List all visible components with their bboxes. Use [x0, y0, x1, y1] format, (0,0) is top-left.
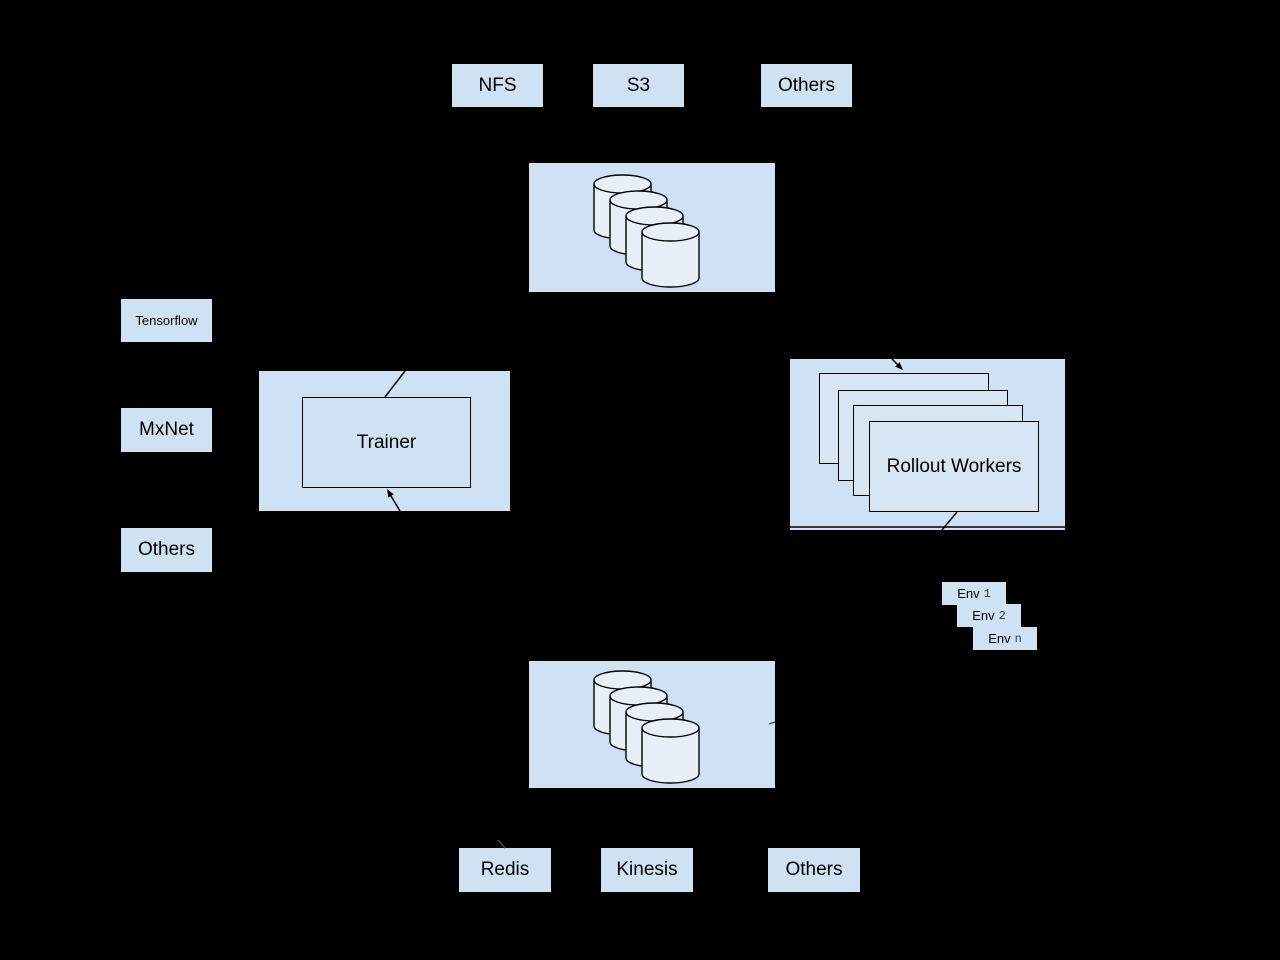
storage-box-others-top: Others: [761, 64, 852, 107]
storage-box-nfs: NFS: [452, 64, 543, 107]
env-label: Env: [972, 608, 995, 623]
env-index: 2: [998, 608, 1006, 623]
model-pool-box: [529, 163, 775, 292]
storage-box-s3: S3: [593, 64, 684, 107]
rollout-front-rect: Rollout Workers: [869, 421, 1039, 512]
rollout-workers-box: Rollout Workers: [790, 359, 1065, 530]
env-label: Env: [988, 631, 1011, 646]
storage-box-others-bottom: Others: [768, 848, 860, 892]
env-index: 1: [983, 586, 991, 601]
framework-box-others: Others: [121, 528, 212, 572]
storage-box-kinesis: Kinesis: [601, 848, 693, 892]
env-index: n: [1014, 631, 1022, 646]
trainer-inner-box: Trainer: [302, 397, 471, 488]
env-label: Env: [957, 586, 980, 601]
framework-box-mxnet: MxNet: [121, 408, 212, 452]
trainer-box: Trainer: [259, 371, 510, 511]
database-cylinders-icon: [593, 670, 700, 784]
database-cylinders-icon: [593, 174, 700, 288]
framework-box-tensorflow: Tensorflow: [121, 299, 212, 342]
data-pool-box: [529, 661, 775, 788]
storage-box-redis: Redis: [459, 848, 551, 892]
